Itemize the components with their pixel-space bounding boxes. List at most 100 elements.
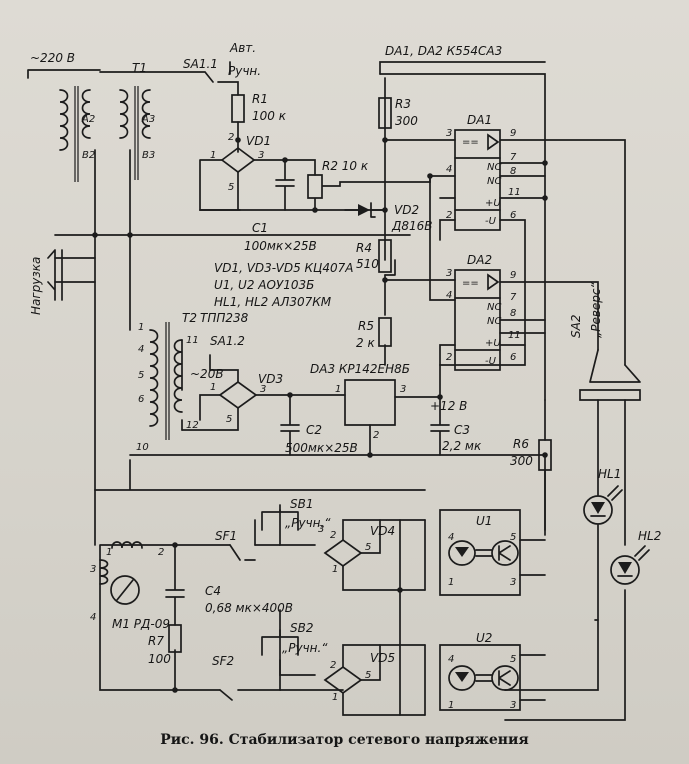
t2-pin-11: 11 <box>186 335 199 346</box>
m1-label: M1 РД-09 <box>112 617 170 631</box>
parts-line-1: VD1, VD3-VD5 КЦ407А <box>214 261 354 275</box>
da2-eq: == <box>462 278 479 289</box>
optocoupler-u1 <box>448 540 519 566</box>
da3-pin-3: 3 <box>400 384 406 395</box>
vd3-pin-5: 5 <box>226 414 232 425</box>
da1-nc-2: NC <box>487 176 501 187</box>
m1-pin-4: 4 <box>90 612 96 623</box>
avt-label: Авт. <box>229 41 256 55</box>
vd3-pin-1: 1 <box>210 382 216 393</box>
c2-value: 500мк×25В <box>285 441 358 455</box>
vd2-value: Д816В <box>391 219 433 233</box>
led-hl1 <box>583 485 623 525</box>
vd5-label: VD5 <box>370 651 395 665</box>
da3-label: DA3 КР142ЕН8Б <box>310 362 410 376</box>
motor-m1 <box>99 541 143 605</box>
pin-numbers: 2 1 3 5 3 4 2 9 7 8 11 6 3 4 2 9 7 8 11 … <box>90 128 521 711</box>
u1-pin-4: 4 <box>448 532 454 543</box>
c4-value: 0,68 мк×400В <box>205 601 293 615</box>
r7-label: R7 <box>148 634 164 648</box>
da2-vm: -U <box>485 356 497 367</box>
sb1-label: SB1 <box>290 497 313 511</box>
c2-label: C2 <box>306 423 322 437</box>
labels: ~220 В T1 А2 В2 А3 В3 SA1.1 Авт. Ручн. R… <box>29 41 661 668</box>
transformer-t2 <box>149 322 183 440</box>
pushbutton-sb1 <box>261 504 299 531</box>
led-hl2 <box>610 545 650 585</box>
u1-label: U1 <box>476 514 492 528</box>
r6-value: 300 <box>510 454 533 468</box>
sf1-label: SF1 <box>215 529 237 543</box>
load-label: Нагрузка <box>29 257 43 315</box>
pushbutton-sb2 <box>261 629 299 656</box>
da1-pin-2: 2 <box>446 210 452 221</box>
sa11-label: SA1.1 <box>183 57 218 71</box>
hl1-label: HL1 <box>598 467 621 481</box>
vd1-pin-2: 2 <box>228 132 234 143</box>
parts-line-3: HL1, HL2 АЛ307КМ <box>214 295 332 309</box>
u1-pin-5: 5 <box>510 532 516 543</box>
r2-label: R2 10 к <box>322 159 369 173</box>
da-header: DA1, DA2 К554СА3 <box>385 44 502 58</box>
da1-vm: -U <box>485 216 497 227</box>
vd4-pin-1: 1 <box>332 564 338 575</box>
vd5-pin-2: 2 <box>330 660 336 671</box>
vd4-pin-5: 5 <box>365 542 371 553</box>
r3-label: R3 <box>395 97 411 111</box>
u2-label: U2 <box>476 631 492 645</box>
resistor-r7 <box>168 624 182 653</box>
vd3-label: VD3 <box>258 372 283 386</box>
da2-pin-11: 11 <box>508 330 521 341</box>
wires <box>27 61 641 721</box>
u1-pin-1: 1 <box>448 577 454 588</box>
da2-label: DA2 <box>467 253 492 267</box>
da1-nc-1: NC <box>487 162 501 173</box>
t2-pin-12: 12 <box>186 420 199 431</box>
t2-label: T2 <box>182 311 197 325</box>
resistor-r1 <box>231 94 245 123</box>
hl2-label: HL2 <box>638 529 661 543</box>
da2-pin-7: 7 <box>510 292 517 303</box>
r5-label: R5 <box>358 319 374 333</box>
vd4-label: VD4 <box>370 524 395 538</box>
zener-vd2 <box>358 202 376 218</box>
v20-label: ~20В <box>190 367 224 381</box>
vd1-pin-1: 1 <box>210 150 216 161</box>
da2-pin-8: 8 <box>510 308 516 319</box>
resistor-r6 <box>538 439 552 471</box>
a3-label: А3 <box>141 114 155 125</box>
da1-pin-6: 6 <box>510 210 516 221</box>
t2-pin-4: 4 <box>138 344 144 355</box>
switch-sa2 <box>589 349 641 383</box>
r7-value: 100 <box>148 652 171 666</box>
da2-nc-1: NC <box>487 302 501 313</box>
vd1-label: VD1 <box>246 134 271 148</box>
b2-label: В2 <box>82 150 95 161</box>
da1-vp: +U <box>485 198 501 209</box>
sa12-label: SA1.2 <box>210 334 245 348</box>
da1-pin-7: 7 <box>510 152 517 163</box>
vd1-pin-5: 5 <box>228 182 234 193</box>
b3-label: В3 <box>142 150 155 161</box>
c3-label: C3 <box>454 423 470 437</box>
sb2-ruchn: „Ручн.“ <box>282 641 328 655</box>
da1-pin-4: 4 <box>446 164 452 175</box>
da3-pin-1: 1 <box>335 384 341 395</box>
da2-pin-6: 6 <box>510 352 516 363</box>
t1-label: T1 <box>132 61 147 75</box>
u2-pin-1: 1 <box>448 700 454 711</box>
da1-label: DA1 <box>467 113 492 127</box>
t2-pin-1: 1 <box>138 322 144 333</box>
ruchn-label: Ручн. <box>228 64 261 78</box>
resistor-r3 <box>378 97 392 129</box>
vd5-pin-5: 5 <box>365 670 371 681</box>
sb2-label: SB2 <box>290 621 313 635</box>
da1-eq: == <box>462 137 479 148</box>
da2-vp: +U <box>485 338 501 349</box>
da2-pin-3: 3 <box>446 268 452 279</box>
junctions <box>92 137 548 693</box>
revers-label: „Реверс“ <box>589 281 603 338</box>
r5-value: 2 к <box>356 336 375 350</box>
chip-internals: == NC NC +U -U == NC NC +U -U <box>462 137 501 367</box>
